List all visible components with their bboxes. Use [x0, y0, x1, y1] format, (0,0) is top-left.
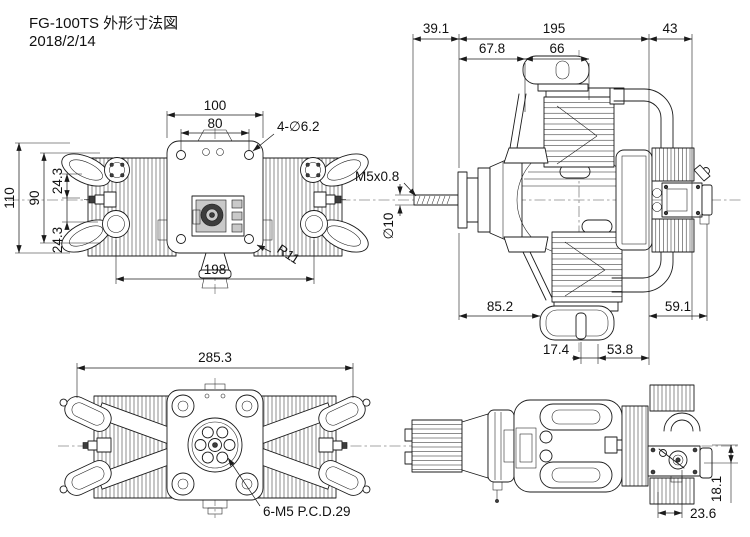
- carburetor-side: [652, 164, 713, 225]
- dim-front-offset-lower: 24.3: [50, 227, 65, 253]
- back-plate: [166, 383, 264, 515]
- dim-side-rear-length: 43: [662, 21, 677, 36]
- rear-housing-inner: [621, 155, 647, 245]
- right-intake-flange: [300, 157, 326, 183]
- dim-front-exhaust-spacing: 198: [204, 262, 227, 277]
- drawing-date: 2018/2/14: [29, 33, 96, 50]
- plan-left-spark-plug: [82, 437, 112, 453]
- top-nose-cone: [461, 413, 489, 479]
- right-exhaust-port-bore: [305, 215, 323, 233]
- right-spark-plug: [313, 191, 346, 208]
- leader-prop-bolts: [227, 457, 261, 507]
- rocker-cover-top-left: [61, 153, 111, 187]
- rear-fins-upper: [651, 147, 695, 182]
- dim-side-muffler-length: 66: [549, 41, 564, 56]
- left-exhaust-port: [102, 210, 130, 238]
- dim-rear-overall-width: 285.3: [198, 350, 232, 365]
- top-exhaust-bend: [663, 412, 701, 432]
- prop-shaft: [413, 194, 459, 206]
- carburetor-front: [191, 195, 245, 237]
- top-rear-fins-upper: [649, 384, 695, 412]
- dim-top-carb-width: 23.6: [690, 506, 716, 521]
- dim-top-carb-offset: 18.1: [709, 476, 724, 502]
- rear-view: 285.3 6-M5 P.C.D.29: [59, 350, 371, 519]
- dim-front-mount-height: 90: [27, 190, 42, 205]
- plan-cover-top-right: [318, 396, 371, 432]
- dim-front-hole-note: 4-∅6.2: [277, 119, 320, 134]
- left-intake-flange: [104, 157, 130, 183]
- muffler-end-fins: [411, 419, 463, 473]
- side-view: 39.1 195 43 67.8 66 M5x0.8 ∅10 85.2 59.1…: [355, 21, 713, 365]
- lower-pushrod-tube: [503, 236, 554, 301]
- upper-pushrod-tube: [503, 93, 549, 164]
- rear-housing: [615, 149, 653, 251]
- dim-side-shaft-dia: ∅10: [381, 213, 396, 240]
- dim-side-body-length: 195: [543, 21, 566, 36]
- drawing-title: FG-100TS 外形寸法図: [29, 15, 178, 32]
- dim-side-cyl-to-rear: 53.8: [607, 342, 633, 357]
- muffler-tab-upper: [404, 428, 413, 442]
- left-spark-plug: [84, 191, 117, 208]
- top-carburetor: [647, 445, 713, 483]
- top-rear-fins-lower: [649, 477, 695, 505]
- dim-rear-prop-bolt-note: 6-M5 P.C.D.29: [263, 504, 351, 519]
- choke-lever: [492, 481, 503, 503]
- plan-cover-bottom-left: [59, 460, 112, 496]
- leader-r11: [256, 244, 272, 253]
- lower-cylinder: [551, 231, 623, 312]
- dim-side-front-to-lower-muffler: 85.2: [487, 299, 513, 314]
- dim-front-offset-upper: 24.3: [50, 168, 65, 194]
- dim-front-overall-height: 110: [2, 187, 17, 209]
- upper-muffler: [522, 55, 590, 92]
- dim-side-muffler-mount-offset: 17.4: [543, 342, 570, 357]
- top-view: 18.1 23.6: [404, 384, 738, 521]
- plan-cover-bottom-right: [318, 460, 371, 496]
- rocker-cover-top-right: [319, 153, 369, 187]
- dim-side-thread-note: M5x0.8: [355, 169, 399, 184]
- front-view: 100 80 4-∅6.2 110 90 24.3 24.3 198 R11: [2, 98, 369, 289]
- top-main-body: [513, 399, 623, 493]
- right-exhaust-port: [300, 210, 328, 238]
- upper-cylinder: [522, 87, 636, 187]
- exhaust-pipe: [609, 87, 674, 293]
- plan-cover-top-left: [59, 396, 112, 432]
- intake-funnel: [198, 252, 232, 289]
- leader-hole-note: [252, 133, 275, 152]
- top-front-housing: [487, 409, 515, 483]
- dim-side-front-length: 39.1: [423, 21, 449, 36]
- dim-side-rear-overhang: 59.1: [665, 299, 691, 314]
- muffler-tab-lower: [404, 451, 413, 465]
- top-cylinder-fins: [621, 405, 649, 487]
- rear-fins-lower: [651, 218, 695, 253]
- leader-thread-note: [403, 182, 417, 197]
- crankcase-boss-lower: [581, 219, 613, 234]
- left-exhaust-port-bore: [107, 215, 125, 233]
- dim-side-nose-to-muffler: 67.8: [479, 41, 505, 56]
- dim-front-hole-spacing: 80: [207, 116, 222, 131]
- title-block: FG-100TS 外形寸法図 2018/2/14: [29, 15, 178, 50]
- prop-hub: [187, 417, 243, 473]
- plan-right-spark-plug: [318, 437, 348, 453]
- lower-muffler: [539, 305, 615, 341]
- drive-washer: [457, 167, 491, 233]
- dim-front-mount-width: 100: [204, 98, 227, 113]
